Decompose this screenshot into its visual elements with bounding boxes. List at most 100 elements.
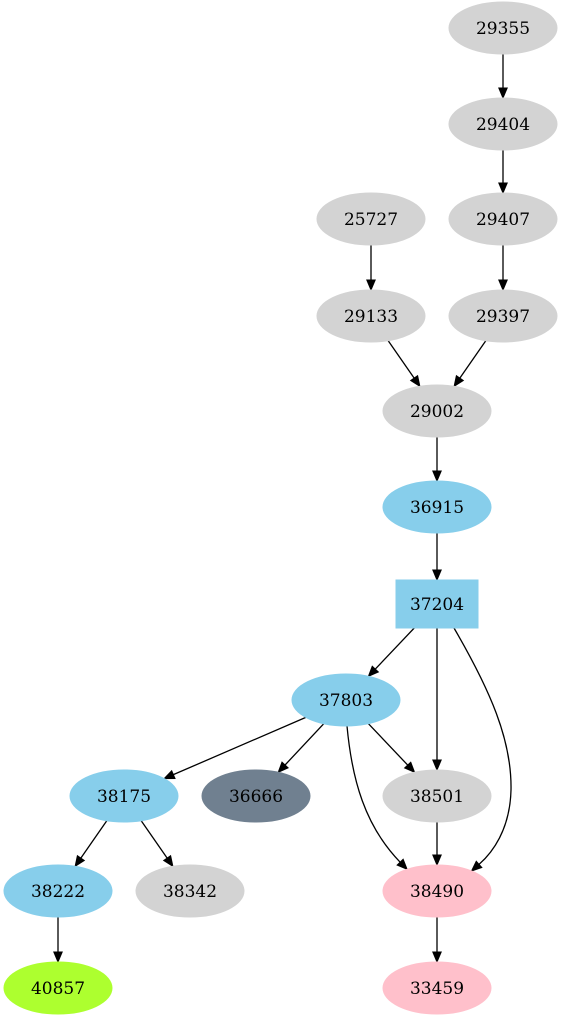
node-ellipse: [448, 289, 558, 343]
edge-29407-to-29397: [498, 245, 508, 292]
node-29404[interactable]: 29404: [448, 97, 558, 151]
arrow-head: [470, 860, 483, 872]
node-label: 40857: [31, 979, 85, 999]
edge-29133-to-29002: [387, 340, 421, 388]
node-label: 29133: [344, 307, 398, 327]
node-29355[interactable]: 29355: [448, 1, 558, 55]
edge-37803-to-38175: [162, 716, 307, 780]
arrow-head: [432, 951, 442, 964]
arrow-head: [162, 769, 176, 780]
node-label: 29002: [410, 402, 464, 422]
node-ellipse: [316, 192, 426, 246]
node-29407[interactable]: 29407: [448, 192, 558, 246]
edge-37803-to-36666: [277, 723, 325, 774]
arrow-head: [367, 665, 380, 678]
edge-29002-to-36915: [432, 437, 442, 483]
edge-37204-to-38490: [453, 627, 512, 872]
arrow-head: [432, 470, 442, 483]
node-37204[interactable]: 37204: [395, 579, 479, 629]
node-33459[interactable]: 33459: [382, 961, 492, 1015]
node-label: 38501: [410, 787, 464, 807]
node-label: 29407: [476, 210, 530, 230]
node-label: 37803: [319, 691, 373, 711]
edge-line: [80, 820, 108, 859]
node-ellipse: [382, 769, 492, 823]
node-ellipse: [3, 961, 113, 1015]
node-ellipse: [382, 864, 492, 918]
arrow-head: [162, 854, 174, 868]
edge-38501-to-38490: [432, 822, 442, 867]
edge-line: [459, 340, 487, 379]
edge-line: [387, 340, 415, 379]
edge-37204-to-37803: [367, 627, 415, 678]
arrow-head: [498, 182, 508, 195]
arrow-head: [432, 569, 442, 582]
edge-line: [374, 627, 415, 670]
arrow-head: [396, 858, 409, 871]
node-38342[interactable]: 38342: [135, 864, 245, 918]
edge-29404-to-29407: [498, 150, 508, 195]
node-29397[interactable]: 29397: [448, 289, 558, 343]
node-ellipse: [201, 769, 311, 823]
edge-38175-to-38222: [74, 820, 108, 868]
arrow-head: [53, 951, 63, 964]
node-label: 38490: [410, 882, 464, 902]
edge-line: [140, 820, 168, 859]
node-label: 38175: [97, 787, 151, 807]
edge-36915-to-37204: [432, 533, 442, 582]
node-36915[interactable]: 36915: [382, 480, 492, 534]
edges-layer: [53, 54, 512, 964]
node-38222[interactable]: 38222: [3, 864, 113, 918]
node-ellipse: [382, 961, 492, 1015]
arrow-head: [409, 374, 421, 388]
edge-line: [284, 723, 325, 766]
node-label: 38222: [31, 882, 85, 902]
edge-29397-to-29002: [453, 340, 487, 388]
edge-38490-to-33459: [432, 917, 442, 964]
node-ellipse: [382, 480, 492, 534]
edge-38222-to-40857: [53, 917, 63, 964]
edge-37204-to-38501: [432, 628, 442, 772]
edge-line: [173, 716, 307, 776]
node-label: 29397: [476, 307, 530, 327]
node-label: 37204: [410, 595, 464, 615]
node-label: 36666: [229, 787, 283, 807]
node-38501[interactable]: 38501: [382, 769, 492, 823]
node-label: 29404: [476, 115, 530, 135]
arrow-head: [403, 761, 416, 774]
node-37803[interactable]: 37803: [291, 673, 401, 727]
node-label: 36915: [410, 498, 464, 518]
node-label: 38342: [163, 882, 217, 902]
node-label: 33459: [410, 979, 464, 999]
node-25727[interactable]: 25727: [316, 192, 426, 246]
node-ellipse: [291, 673, 401, 727]
edge-25727-to-29133: [366, 245, 376, 292]
nodes-layer: 29355 29404 25727 29407 29133 29397 29002 36915…: [3, 1, 558, 1015]
arrow-head: [432, 854, 442, 867]
edge-line: [367, 723, 409, 766]
node-label: 29355: [476, 19, 530, 39]
arrow-head: [498, 87, 508, 100]
arrow-head: [366, 279, 376, 292]
arrow-head: [453, 374, 465, 388]
arrow-head: [498, 279, 508, 292]
arrow-head: [432, 759, 442, 772]
node-40857[interactable]: 40857: [3, 961, 113, 1015]
edge-line: [346, 725, 401, 863]
node-38490[interactable]: 38490: [382, 864, 492, 918]
edge-line: [453, 627, 512, 865]
edge-37803-to-38490: [346, 725, 409, 871]
node-ellipse: [69, 769, 179, 823]
node-38175[interactable]: 38175: [69, 769, 179, 823]
edge-29355-to-29404: [498, 54, 508, 100]
node-29002[interactable]: 29002: [382, 384, 492, 438]
arrow-head: [277, 761, 290, 774]
node-ellipse: [135, 864, 245, 918]
node-29133[interactable]: 29133: [316, 289, 426, 343]
node-ellipse: [3, 864, 113, 918]
node-ellipse: [316, 289, 426, 343]
node-ellipse: [448, 1, 558, 55]
node-36666[interactable]: 36666: [201, 769, 311, 823]
node-label: 25727: [344, 210, 398, 230]
